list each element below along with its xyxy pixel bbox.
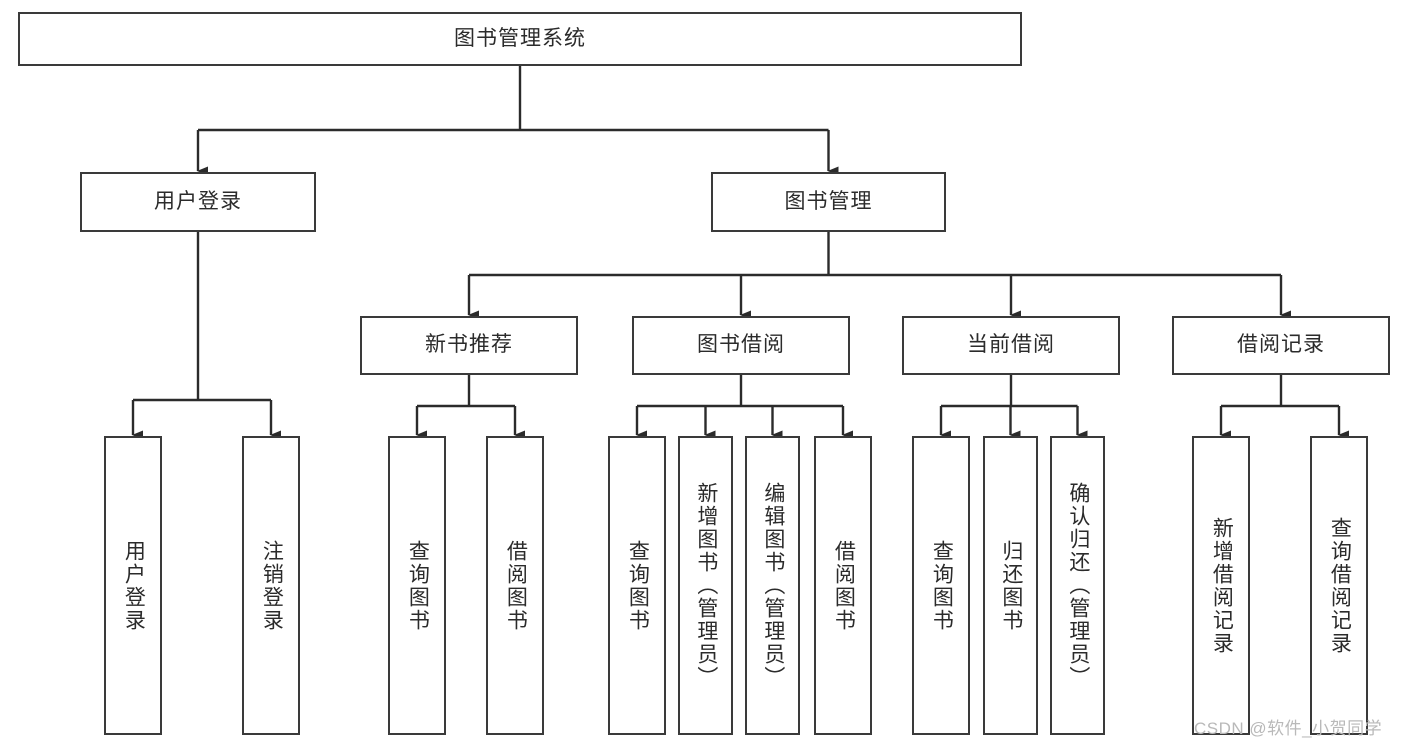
node-label: 借阅图书 xyxy=(504,539,528,632)
node-label: 查询图书 xyxy=(626,539,650,632)
node-root[interactable]: 图书管理系统 xyxy=(18,12,1022,66)
node-current-borrow[interactable]: 当前借阅 xyxy=(902,316,1120,375)
node-book-borrow[interactable]: 图书借阅 xyxy=(632,316,850,375)
node-label: 图书借阅 xyxy=(697,333,785,357)
node-label: 查询图书 xyxy=(930,539,954,632)
node-label: 确认归还（管理员） xyxy=(1066,482,1090,689)
node-user-login[interactable]: 用户登录 xyxy=(80,172,316,232)
node-label: 查询图书 xyxy=(406,539,430,632)
node-label: 用户登录 xyxy=(122,539,146,632)
leaf-add-book-admin[interactable]: 新增图书（管理员） xyxy=(678,436,733,735)
node-label: 新增图书（管理员） xyxy=(694,482,718,689)
node-label: 注销登录 xyxy=(260,539,284,632)
node-label: 新书推荐 xyxy=(425,333,513,357)
node-new-book-recommend[interactable]: 新书推荐 xyxy=(360,316,578,375)
node-label: 用户登录 xyxy=(154,189,242,213)
leaf-user-login[interactable]: 用户登录 xyxy=(104,436,162,735)
node-label: 新增借阅记录 xyxy=(1210,516,1234,655)
leaf-query-books-borrow[interactable]: 查询图书 xyxy=(608,436,666,735)
leaf-query-books-current[interactable]: 查询图书 xyxy=(912,436,970,735)
leaf-return-books[interactable]: 归还图书 xyxy=(983,436,1038,735)
leaf-confirm-return-admin[interactable]: 确认归还（管理员） xyxy=(1050,436,1105,735)
leaf-query-borrow-record[interactable]: 查询借阅记录 xyxy=(1310,436,1368,735)
leaf-logout[interactable]: 注销登录 xyxy=(242,436,300,735)
node-label: 图书管理系统 xyxy=(454,26,586,50)
node-book-management[interactable]: 图书管理 xyxy=(711,172,946,232)
node-label: 编辑图书（管理员） xyxy=(761,482,785,689)
node-label: 图书管理 xyxy=(784,189,873,213)
leaf-edit-book-admin[interactable]: 编辑图书（管理员） xyxy=(745,436,800,735)
leaf-borrow-books-recommend[interactable]: 借阅图书 xyxy=(486,436,544,735)
watermark: CSDN @软件_小贺同学 xyxy=(1194,719,1383,738)
node-borrow-records[interactable]: 借阅记录 xyxy=(1172,316,1390,375)
node-label: 借阅记录 xyxy=(1237,333,1325,357)
node-label: 归还图书 xyxy=(999,539,1023,632)
node-label: 当前借阅 xyxy=(967,333,1055,357)
leaf-add-borrow-record[interactable]: 新增借阅记录 xyxy=(1192,436,1250,735)
leaf-borrow-books[interactable]: 借阅图书 xyxy=(814,436,872,735)
node-label: 借阅图书 xyxy=(832,539,856,632)
leaf-query-books-recommend[interactable]: 查询图书 xyxy=(388,436,446,735)
node-label: 查询借阅记录 xyxy=(1328,516,1352,655)
